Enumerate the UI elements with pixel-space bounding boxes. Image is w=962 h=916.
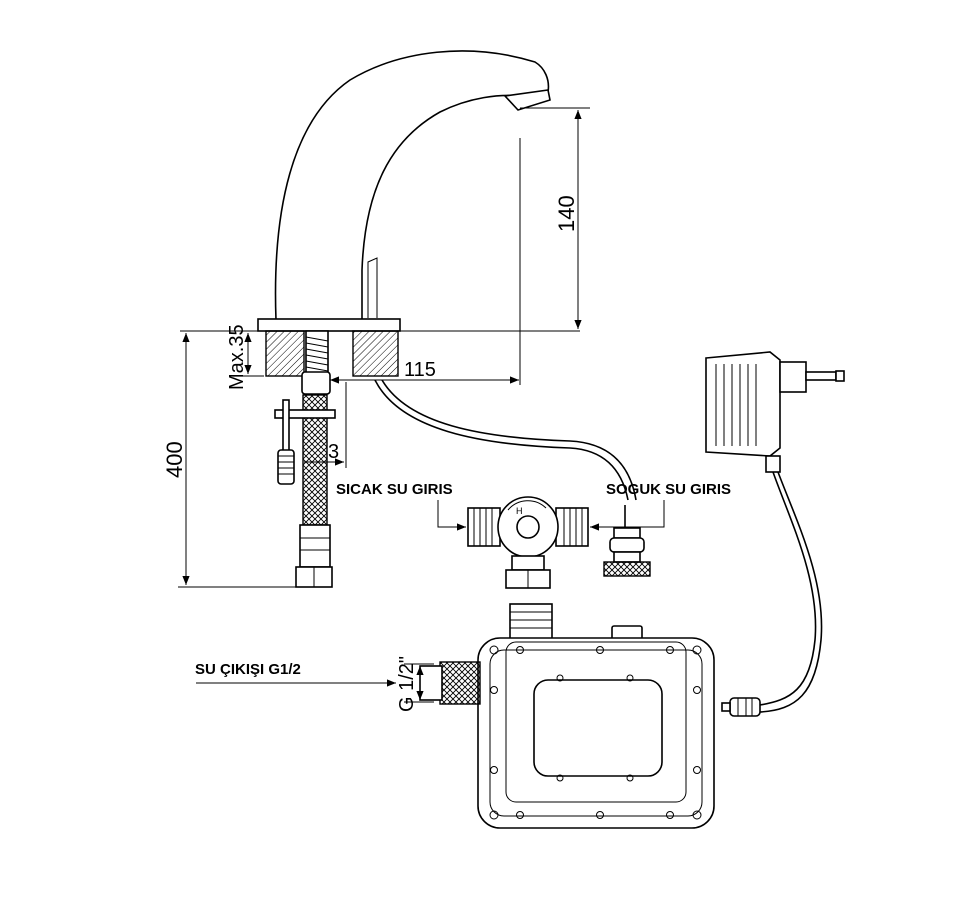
deck-plate: [257, 318, 401, 332]
mixing-valve: H: [467, 496, 589, 589]
dimension-400: 400: [162, 333, 296, 588]
hot-inlet-label: SICAK SU GIRIS: [336, 481, 453, 498]
power-adapter: [705, 351, 845, 473]
hot-inlet-callout: SICAK SU GIRIS: [336, 481, 466, 531]
dimension-3-label: 3: [328, 441, 339, 463]
dimension-140: 140: [520, 107, 590, 329]
sensor-cable: [374, 379, 629, 501]
cold-inlet-connector: [603, 505, 651, 577]
cold-inlet-callout: SOGUK SU GIRIS: [590, 481, 731, 531]
dimension-max35-label: Max.35: [226, 324, 248, 390]
mounting-rod: [274, 399, 336, 485]
dimension-115: 115: [330, 359, 519, 384]
dimension-140-label: 140: [554, 195, 579, 232]
dimension-400-label: 400: [162, 441, 187, 478]
control-box: [419, 603, 715, 829]
counter-section-left: [265, 330, 305, 377]
hose-ferrule: [299, 524, 331, 568]
dimension-3: 3: [304, 382, 347, 468]
counter-section-right: [352, 330, 399, 377]
power-plug: [721, 697, 761, 717]
power-cable: [759, 471, 817, 706]
valve-mark: H: [516, 506, 523, 516]
outlet-label: SU ÇIKIŞI G1/2: [195, 661, 301, 678]
mounting-shank: [301, 330, 331, 395]
faucet-spout: [274, 50, 551, 321]
outlet-callout: SU ÇIKIŞI G1/2 G 1/2": [195, 656, 434, 712]
dimension-115-label: 115: [404, 359, 436, 381]
cold-inlet-label: SOGUK SU GIRIS: [606, 481, 731, 498]
dimension-max35: Max.35: [226, 324, 264, 390]
outlet-thread-label: G 1/2": [396, 656, 418, 712]
